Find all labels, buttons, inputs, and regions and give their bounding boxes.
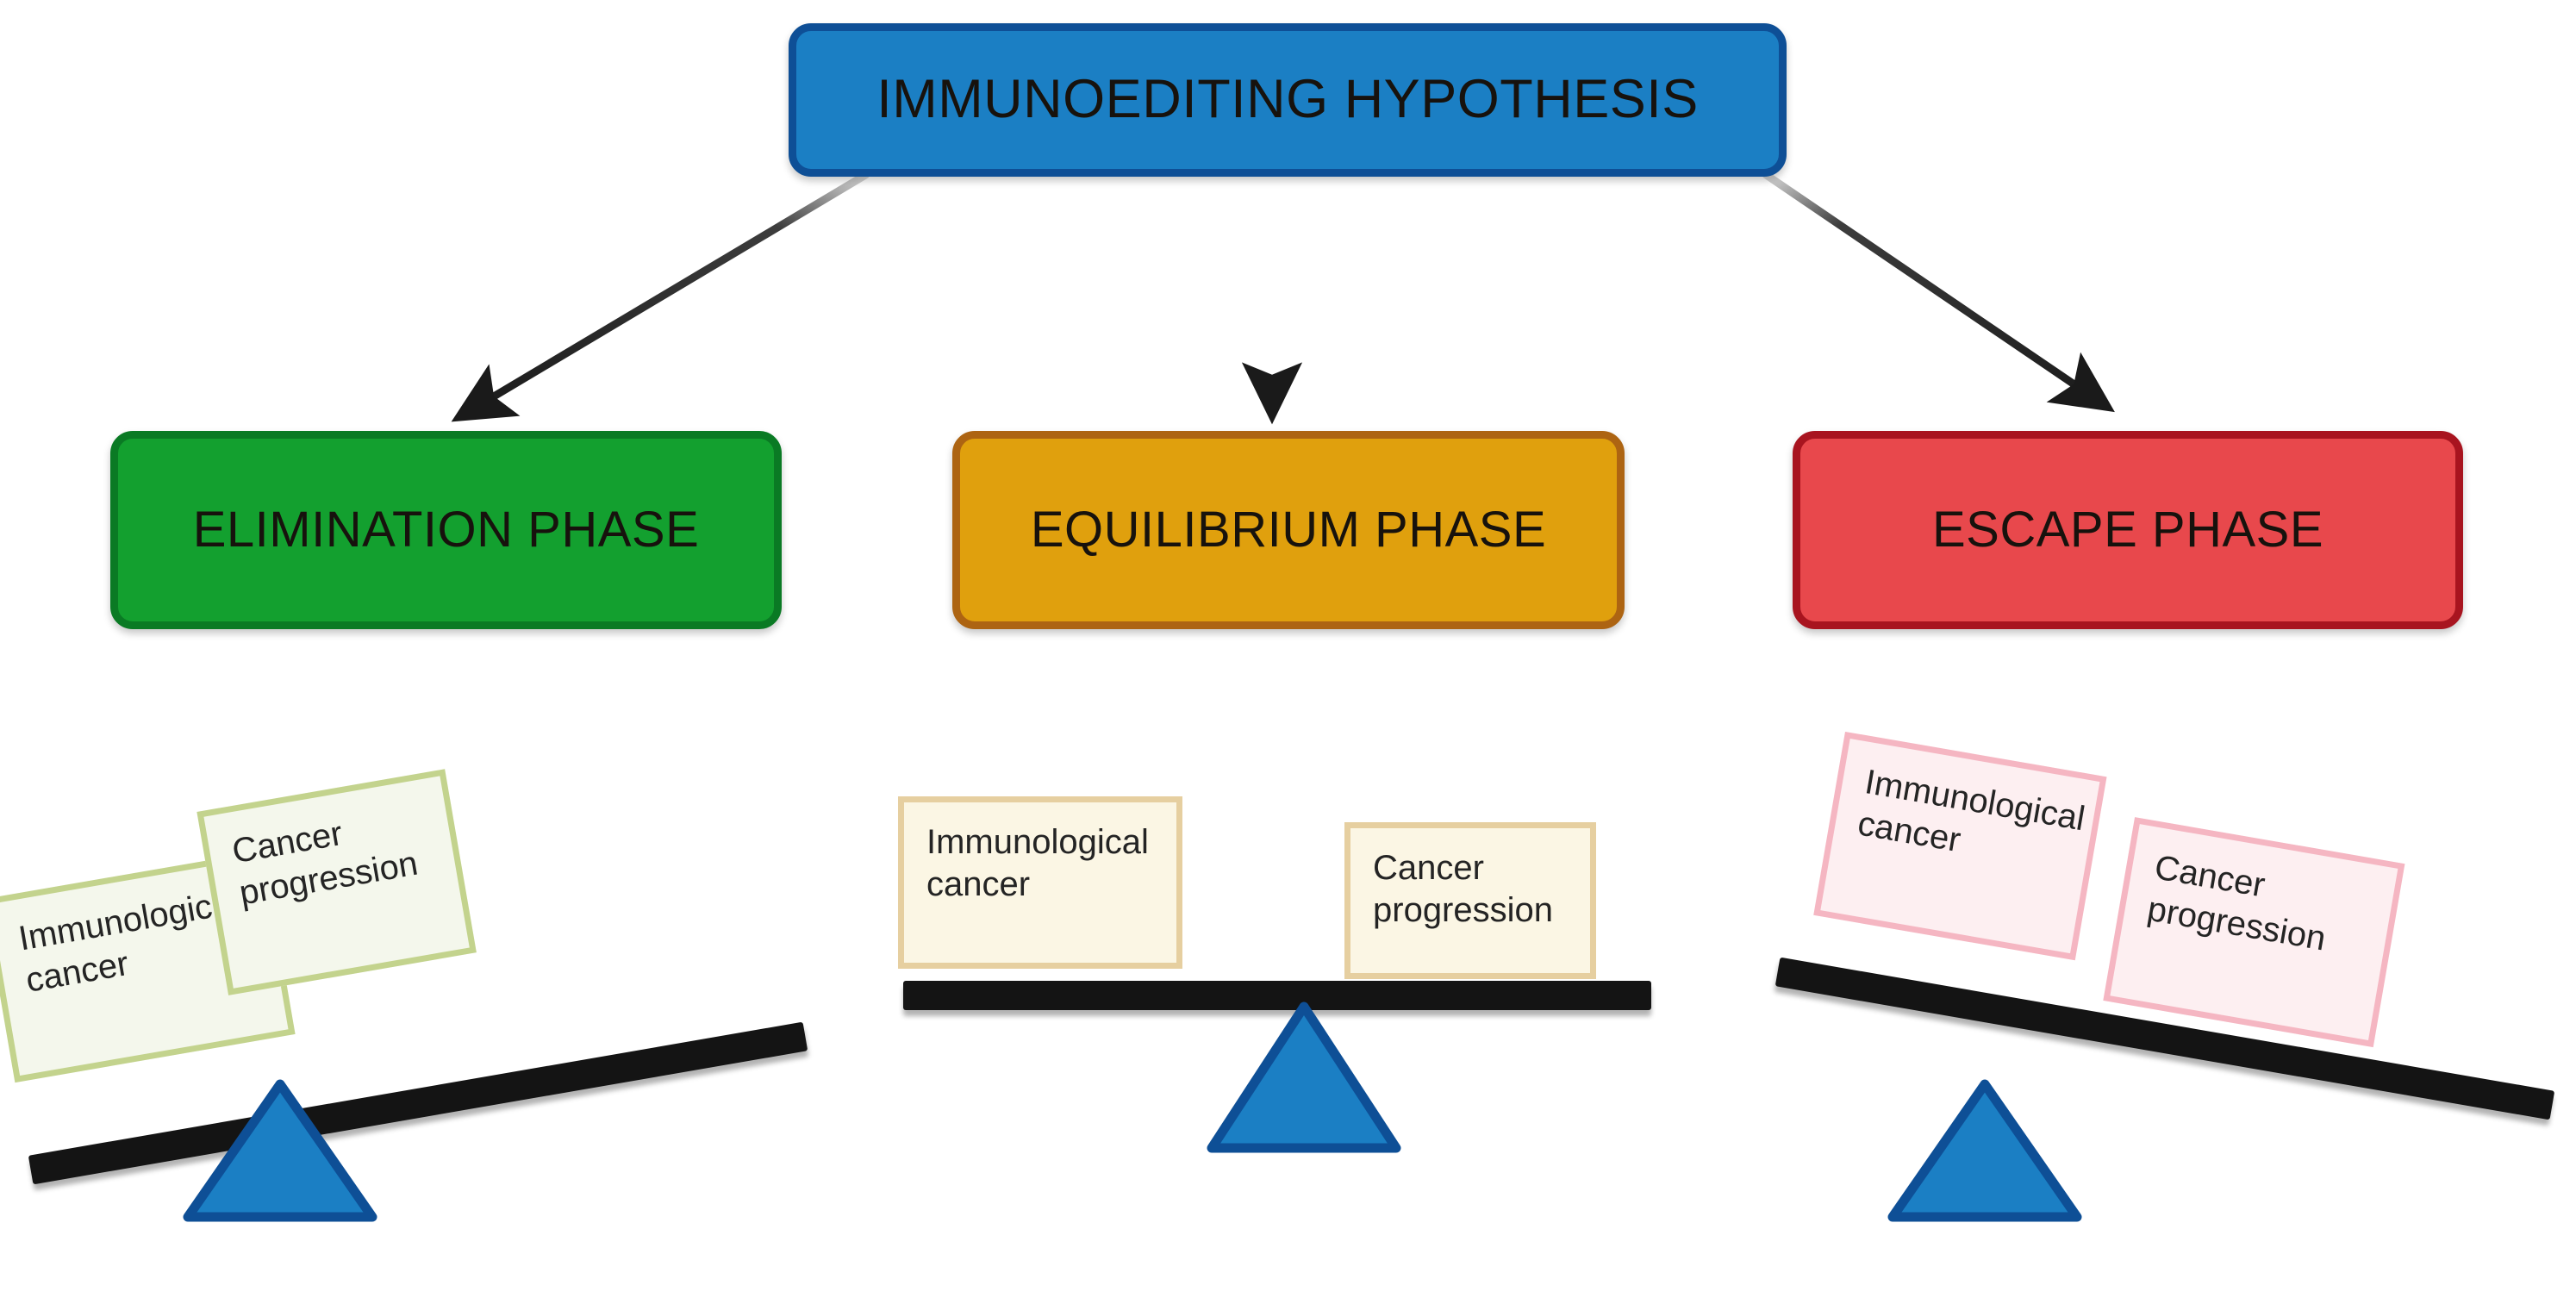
phase-label-escape: ESCAPE PHASE <box>1931 502 2324 558</box>
phase-node-escape[interactable]: ESCAPE PHASE <box>1793 431 2463 629</box>
phase-node-elimination[interactable]: ELIMINATION PHASE <box>110 431 782 629</box>
pan-cancer-progression-equilibrium: Cancer progression <box>1344 822 1596 979</box>
balance-scale-elimination: Immunological cancer Cancer progression <box>0 769 849 1284</box>
balance-scale-equilibrium: Immunological cancer Cancer progression <box>879 796 1724 1284</box>
pan-line-1: Immunological <box>926 823 1149 861</box>
arrow-to-escape <box>1762 171 2115 413</box>
phase-label-elimination: ELIMINATION PHASE <box>192 502 700 558</box>
hypothesis-label: IMMUNOEDITING HYPOTHESIS <box>876 69 1699 130</box>
pan-cancer-progression-escape: Cancer progression <box>2103 817 2405 1048</box>
pan-line-2: cancer <box>926 864 1031 903</box>
pan-line-1: Cancer <box>1373 849 1484 887</box>
phase-label-equilibrium: EQUILIBRIUM PHASE <box>1030 502 1547 558</box>
arrow-to-elimination <box>451 171 870 422</box>
scale-beam-equilibrium <box>903 981 1651 1010</box>
pan-cancer-progression-elimination: Cancer progression <box>196 769 477 995</box>
hypothesis-node[interactable]: IMMUNOEDITING HYPOTHESIS <box>789 23 1787 177</box>
phase-node-equilibrium[interactable]: EQUILIBRIUM PHASE <box>952 431 1625 629</box>
pan-line-2: progression <box>1373 890 1554 929</box>
pan-immunological-cancer-escape: Immunological cancer <box>1813 731 2107 961</box>
balance-scale-escape: Immunological cancer Cancer progression <box>1732 731 2576 1284</box>
pan-immunological-cancer-equilibrium: Immunological cancer <box>898 796 1182 969</box>
